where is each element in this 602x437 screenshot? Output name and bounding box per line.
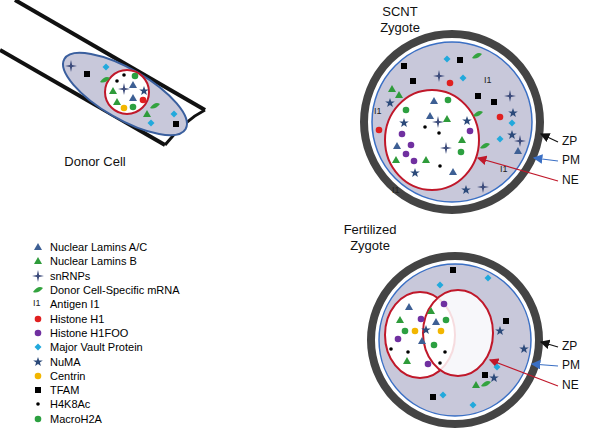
legend-swatch	[30, 341, 46, 353]
plasma-membrane	[379, 264, 531, 416]
plasma-membrane	[372, 42, 532, 202]
legend-text: Major Vault Protein	[50, 341, 143, 353]
structure-label: NE	[562, 379, 579, 391]
legend-symbol	[30, 356, 46, 368]
legend-swatch	[30, 313, 46, 325]
legend-swatch	[30, 241, 46, 253]
legend-swatch: I1	[30, 298, 46, 310]
legend-row: Nuclear Lamins A/C	[30, 240, 180, 254]
donor-nucleus	[105, 70, 149, 114]
antigen-mark: I1	[374, 107, 382, 116]
structure-label: PM	[562, 154, 580, 166]
legend-text: TFAM	[50, 384, 79, 396]
legend-text: Histone H1	[50, 313, 104, 325]
legend-symbol	[30, 255, 46, 267]
legend-swatch	[30, 384, 46, 396]
structure-label: ZP	[562, 135, 577, 147]
antigen-mark: I1	[484, 76, 492, 85]
legend-text: snRNPs	[50, 270, 90, 282]
legend-swatch	[30, 284, 46, 296]
molecule-markers	[65, 53, 529, 408]
structure-label: PM	[562, 359, 580, 371]
zona-pellucida	[364, 34, 540, 210]
legend-text: Nuclear Lamins B	[50, 255, 137, 267]
cell-label: Donor Cell	[50, 154, 140, 170]
legend-text: Antigen I1	[50, 298, 100, 310]
legend-row: Histone H1	[30, 311, 180, 325]
legend-row: I1 Antigen I1	[30, 297, 180, 311]
legend-symbol	[30, 384, 46, 396]
legend-text: H4K8Ac	[50, 398, 90, 410]
cell-label: SCNT Zygote	[368, 4, 432, 37]
legend-swatch	[30, 370, 46, 382]
legend-swatch	[30, 398, 46, 410]
cell-name: Fertilized Zygote	[332, 222, 408, 255]
cell-name: SCNT Zygote	[368, 4, 432, 37]
leader-arrows	[478, 134, 558, 386]
legend-symbol	[30, 398, 46, 410]
legend-row: H4K8Ac	[30, 397, 180, 411]
structure-label: NE	[562, 174, 579, 186]
legend-swatch	[30, 327, 46, 339]
legend-symbol	[30, 284, 46, 296]
legend-symbol	[30, 327, 46, 339]
antigen-mark: I1	[500, 165, 508, 174]
structure-label: ZP	[562, 340, 577, 352]
legend-symbol	[30, 413, 46, 425]
legend: Nuclear Lamins A/C Nuclear Lamins B snRNPs…	[30, 240, 180, 426]
antigen-mark: I1	[33, 299, 41, 308]
legend-row: Donor Cell-Specific mRNA	[30, 283, 180, 297]
legend-row: Major Vault Protein	[30, 340, 180, 354]
legend-symbol	[30, 313, 46, 325]
legend-row: Centrin	[30, 369, 180, 383]
legend-row: NuMA	[30, 354, 180, 368]
legend-row: snRNPs	[30, 269, 180, 283]
legend-row: Nuclear Lamins B	[30, 254, 180, 268]
legend-text: Histone H1FOO	[50, 327, 128, 339]
legend-row: MacroH2A	[30, 412, 180, 426]
legend-text: Centrin	[50, 370, 85, 382]
legend-swatch	[30, 413, 46, 425]
antigen-mark: I1	[392, 186, 400, 195]
legend-symbol	[30, 241, 46, 253]
cell-name: Donor Cell	[50, 154, 140, 170]
donor-cell	[52, 37, 198, 150]
legend-symbol	[30, 341, 46, 353]
legend-swatch	[30, 356, 46, 368]
legend-symbol	[30, 370, 46, 382]
zona-pellucida	[371, 256, 539, 424]
nucleus	[385, 90, 479, 190]
legend-row: Histone H1FOO	[30, 326, 180, 340]
legend-text: Nuclear Lamins A/C	[50, 241, 147, 253]
legend-text: MacroH2A	[50, 413, 102, 425]
legend-text: NuMA	[50, 356, 81, 368]
legend-swatch	[30, 270, 46, 282]
pronucleus	[423, 290, 493, 376]
legend-symbol	[30, 270, 46, 282]
legend-swatch	[30, 255, 46, 267]
legend-text: Donor Cell-Specific mRNA	[50, 284, 180, 296]
legend-row: TFAM	[30, 383, 180, 397]
cell-label: Fertilized Zygote	[332, 222, 408, 255]
